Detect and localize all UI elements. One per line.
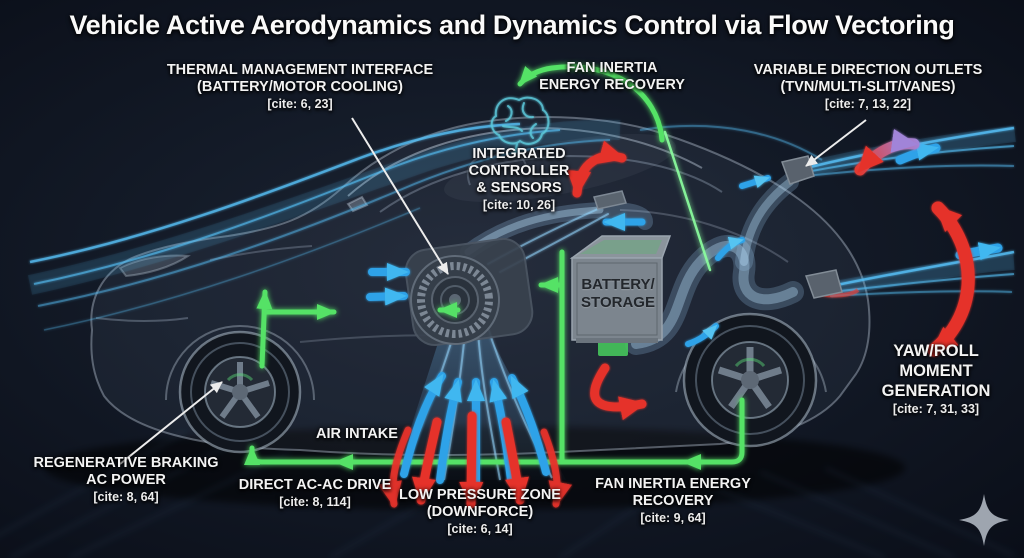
label-line: AC POWER xyxy=(86,472,166,489)
label-line: & SENSORS xyxy=(476,180,562,197)
hood-airflow-streams xyxy=(27,119,823,331)
label-integrated-controller: INTEGRATED CONTROLLER & SENSORS [cite: 1… xyxy=(469,146,570,213)
pointer-outlets xyxy=(805,119,867,167)
label-ac-ac-drive: DIRECT AC-AC DRIVE [cite: 8, 114] xyxy=(239,477,392,510)
label-battery-storage: BATTERY/ STORAGE xyxy=(581,276,655,311)
label-line: (DOWNFORCE) xyxy=(426,504,534,521)
label-low-pressure: LOW PRESSURE ZONE (DOWNFORCE) [cite: 6, … xyxy=(399,487,561,537)
label-fan-inertia-top: FAN INERTIA ENERGY RECOVERY xyxy=(539,60,685,94)
label-regenerative-braking: REGENERATIVE BRAKING AC POWER [cite: 8, … xyxy=(33,455,218,505)
side-mirror xyxy=(346,195,369,213)
label-line: FAN INERTIA xyxy=(566,60,658,76)
label-line: ENERGY RECOVERY xyxy=(539,77,685,94)
red-force-arrows xyxy=(378,129,975,509)
citation: [cite: 10, 26] xyxy=(482,198,556,213)
battery-box xyxy=(569,235,672,356)
pointer-thermal xyxy=(351,117,449,275)
pointer-lines xyxy=(119,117,867,465)
label-yaw-roll: YAW/ROLL MOMENT GENERATION [cite: 7, 31,… xyxy=(882,342,991,417)
label-line: FAN INERTIA ENERGY xyxy=(595,476,751,492)
thermal-fan-unit xyxy=(404,237,534,347)
label-line: BATTERY/ xyxy=(581,276,655,293)
green-energy-circuit xyxy=(244,64,745,470)
label-fan-inertia-bottom: FAN INERTIA ENERGY RECOVERY [cite: 9, 64… xyxy=(595,476,751,526)
label-line: INTEGRATED xyxy=(472,146,566,162)
four-point-star-icon xyxy=(959,494,1009,546)
label-thermal-management: THERMAL MANAGEMENT INTERFACE (BATTERY/MO… xyxy=(167,62,433,112)
label-line: (TVN/MULTI-SLIT/VANES) xyxy=(780,79,956,96)
label-line: DIRECT AC-AC DRIVE xyxy=(238,477,392,493)
label-line: THERMAL MANAGEMENT INTERFACE xyxy=(166,62,434,78)
label-variable-outlets: VARIABLE DIRECTION OUTLETS (TVN/MULTI-SL… xyxy=(754,62,983,112)
citation: [cite: 9, 64] xyxy=(640,511,706,526)
pointer-regen xyxy=(119,381,223,465)
citation: [cite: 6, 14] xyxy=(447,522,513,537)
citation: [cite: 6, 23] xyxy=(267,97,333,112)
label-air-intake: AIR INTAKE xyxy=(316,426,398,443)
citation: [cite: 8, 64] xyxy=(93,490,159,505)
diagram-title: Vehicle Active Aerodynamics and Dynamics… xyxy=(69,10,955,40)
label-line: VARIABLE DIRECTION OUTLETS xyxy=(753,62,983,78)
label-line: (BATTERY/MOTOR COOLING) xyxy=(197,79,403,96)
label-line: CONTROLLER xyxy=(468,163,570,180)
citation: [cite: 7, 13, 22] xyxy=(824,97,912,112)
label-line: REGENERATIVE BRAKING xyxy=(33,455,219,471)
lower-outlet-nozzle xyxy=(804,269,843,299)
label-line: GENERATION xyxy=(881,381,991,400)
citation: [cite: 7, 31, 33] xyxy=(892,402,980,417)
citation: [cite: 8, 114] xyxy=(279,495,351,510)
label-line: LOW PRESSURE ZONE xyxy=(399,487,561,503)
brain-icon xyxy=(490,96,550,154)
label-line: STORAGE xyxy=(581,293,655,311)
front-wheel xyxy=(178,330,302,454)
label-line: AIR INTAKE xyxy=(316,426,398,442)
label-line: MOMENT xyxy=(899,361,973,380)
label-line: YAW/ROLL xyxy=(893,342,979,360)
label-line: RECOVERY xyxy=(632,493,714,510)
rear-wheel xyxy=(682,312,818,448)
